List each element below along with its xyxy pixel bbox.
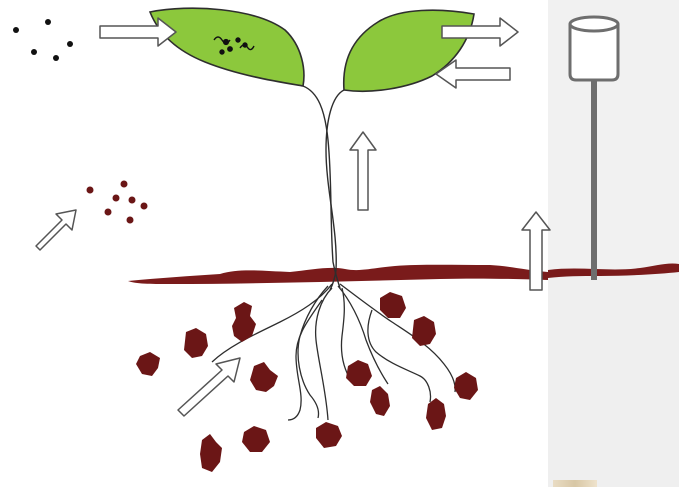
rain-gauge-icon [570, 17, 618, 280]
soil-surface-right [548, 263, 679, 278]
arrow-diagonal-particles [36, 210, 76, 250]
left-leaf [150, 8, 304, 86]
airborne-soil-particles [87, 181, 148, 224]
arrow-right-into-leaf [100, 18, 176, 46]
arrow-diagonal-roots [178, 358, 240, 416]
airborne-particles [13, 19, 73, 61]
stem [303, 86, 344, 290]
arrow-up-stem [350, 132, 376, 210]
